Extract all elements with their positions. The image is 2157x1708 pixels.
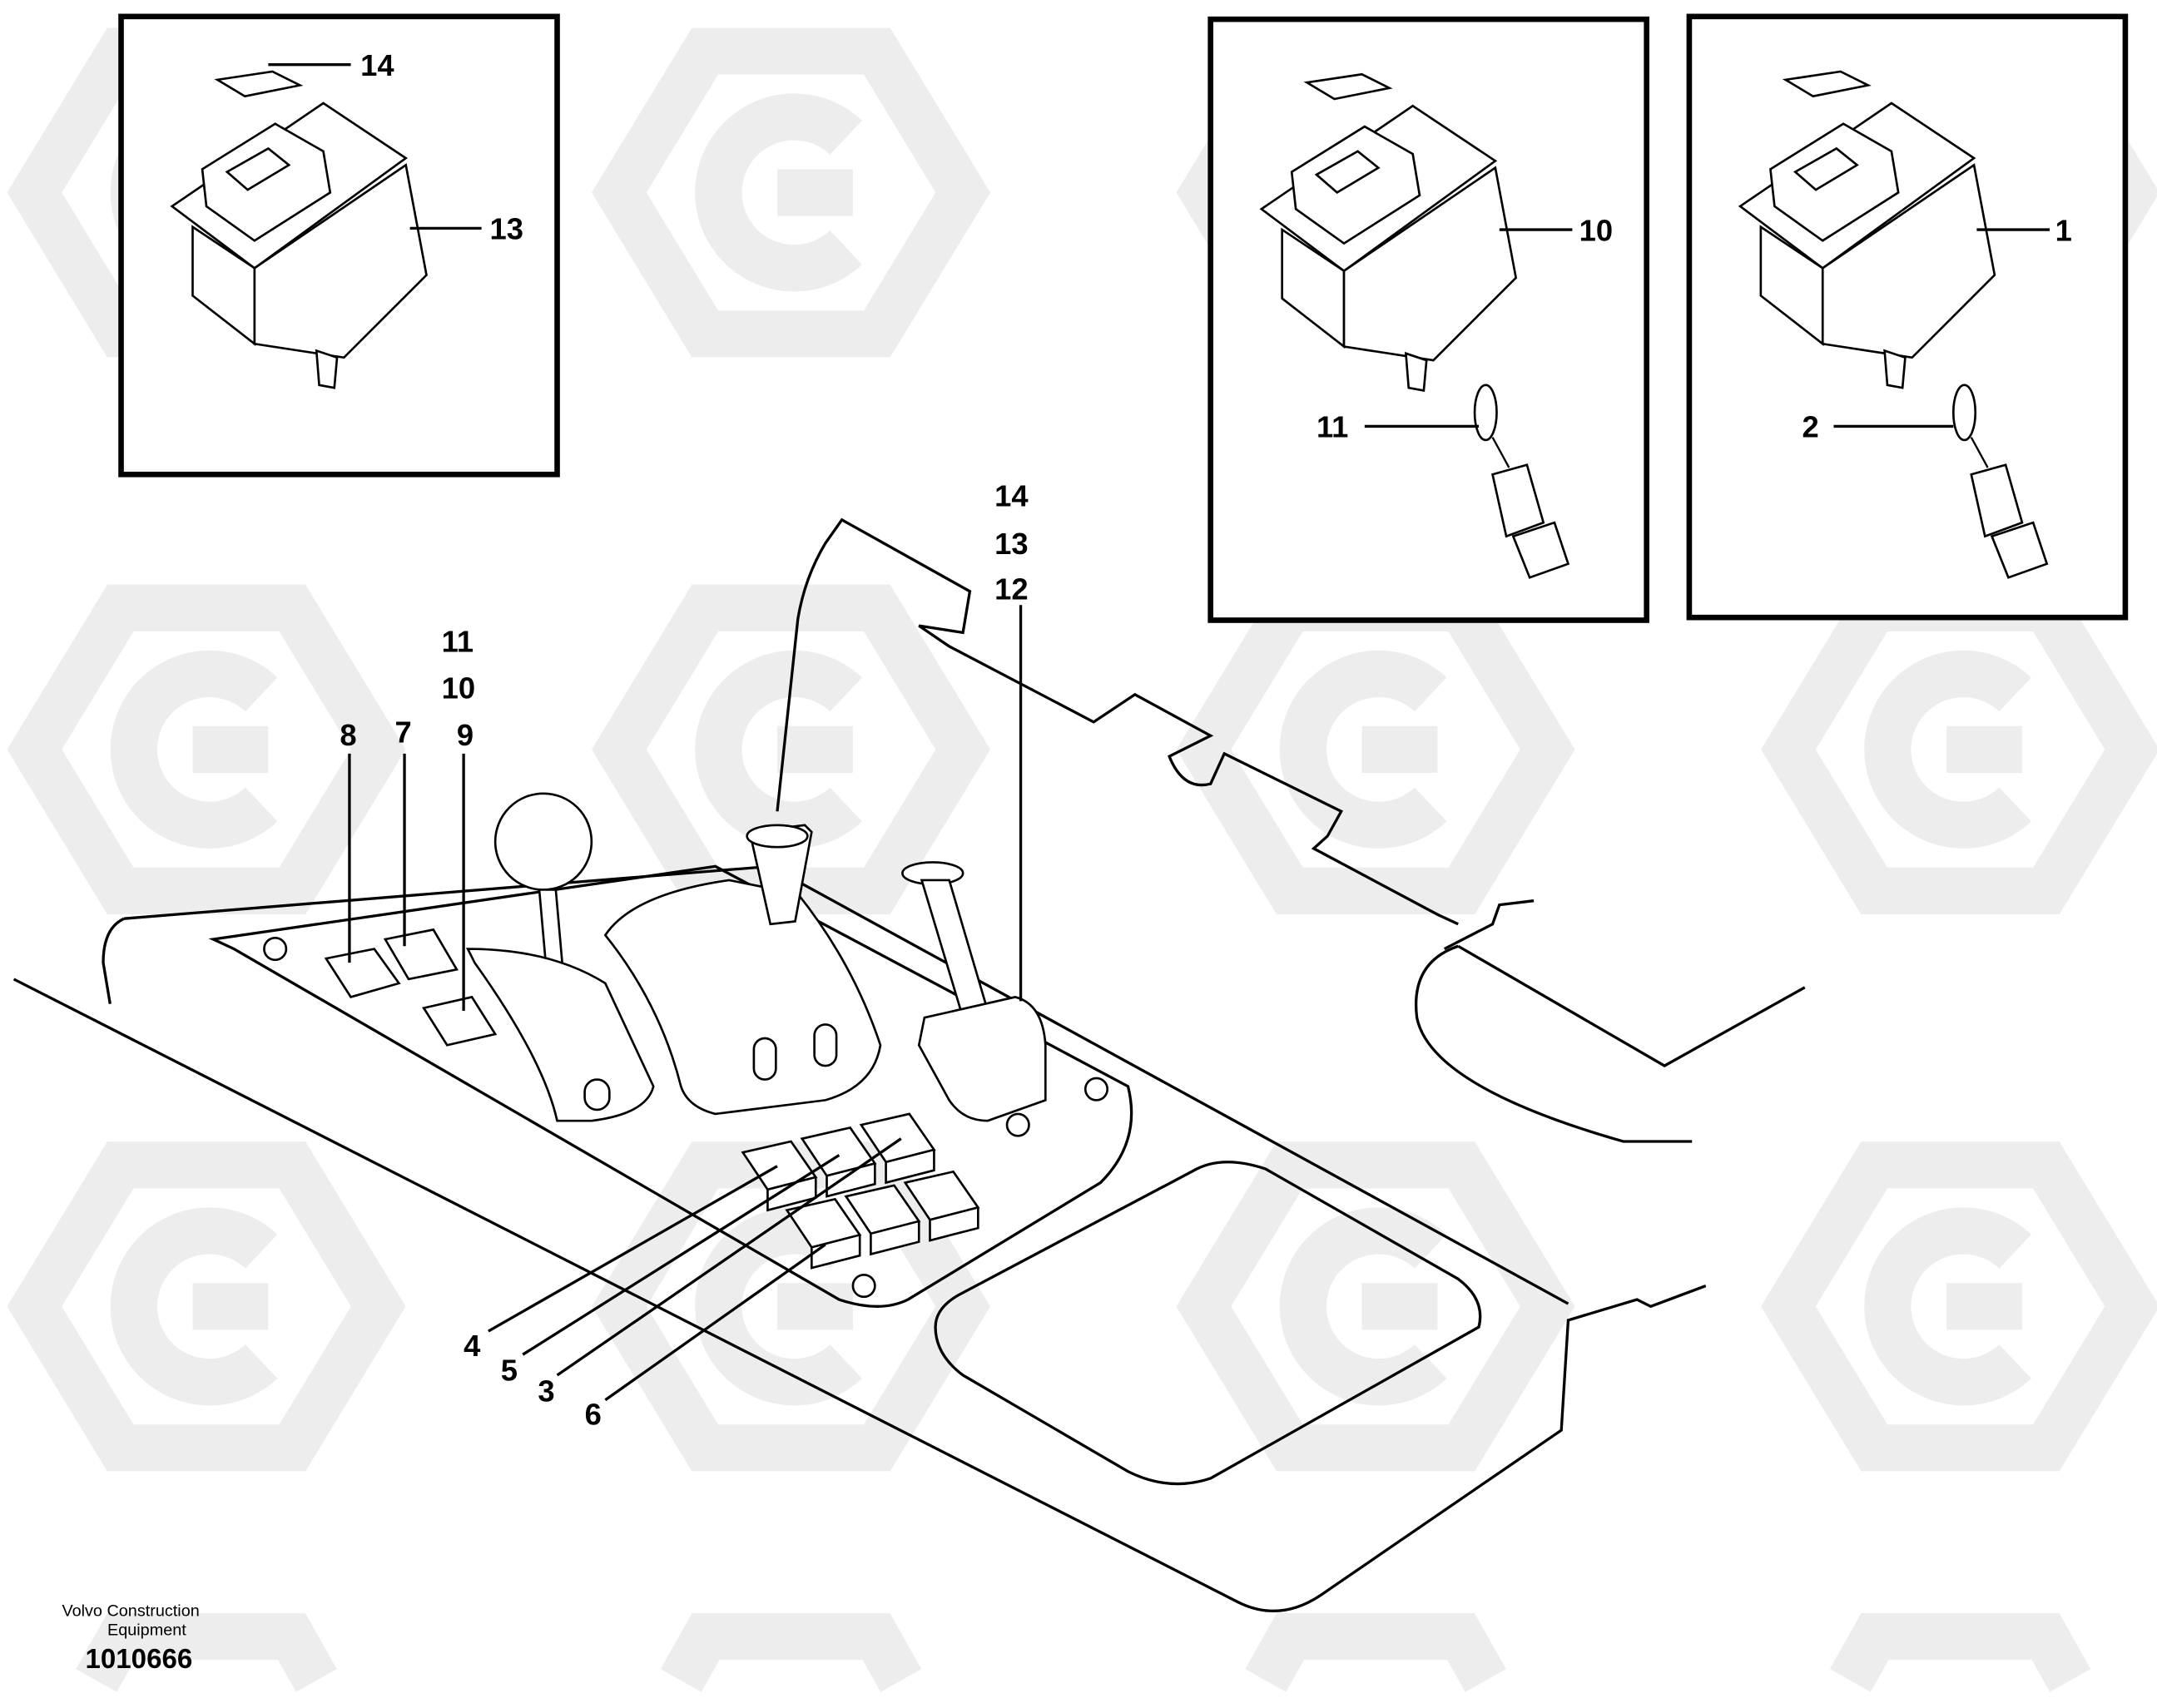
- rocker-switch-icon: [170, 70, 428, 389]
- callout-13-lever: 13: [994, 527, 1028, 561]
- callout-7: 7: [394, 715, 411, 750]
- control-console: [12, 517, 1806, 1612]
- watermark-logo-icon: [1245, 1612, 1506, 1692]
- company-name-line1: Volvo Construction: [62, 1602, 199, 1620]
- rocker-switch-icon: [1259, 72, 1518, 393]
- inset-right: 1 2: [1686, 13, 2129, 621]
- inset-middle: 10 11: [1207, 16, 1649, 623]
- company-name-line2: Equipment: [107, 1621, 186, 1639]
- callout-2: 2: [1802, 410, 1818, 444]
- switch-block: [741, 1112, 980, 1270]
- bulb-holder-icon: [1951, 384, 2049, 579]
- callout-6: 6: [585, 1397, 602, 1431]
- callout-10: 10: [1579, 213, 1613, 247]
- callout-14-lever: 14: [994, 478, 1029, 512]
- bulb-holder-icon: [1473, 384, 1570, 579]
- watermark-logo-icon: [7, 584, 406, 914]
- switch-key-icon: [903, 1170, 980, 1242]
- callout-11-switch: 11: [442, 625, 474, 659]
- watermark-logo-icon: [592, 27, 991, 358]
- watermark-logo-icon: [76, 1612, 337, 1692]
- watermark-logo-icon: [1761, 584, 2157, 914]
- watermark-logo-icon: [7, 1141, 406, 1472]
- callout-14: 14: [360, 48, 394, 82]
- inset-left: 14 13: [118, 13, 560, 478]
- callout-13: 13: [490, 212, 523, 246]
- callout-1: 1: [2055, 213, 2072, 247]
- callout-9: 9: [457, 718, 474, 752]
- watermark-logo-icon: [1176, 584, 1575, 914]
- callout-10-switch: 10: [442, 671, 475, 705]
- switch-key-icon: [800, 1126, 877, 1198]
- switch-key-icon: [785, 1197, 862, 1270]
- callout-3: 3: [538, 1374, 554, 1408]
- callout-4: 4: [464, 1329, 481, 1363]
- rocker-switch-icon: [1738, 70, 1996, 389]
- watermark-logo-icon: [660, 1612, 922, 1692]
- callout-11: 11: [1317, 410, 1348, 444]
- callout-12: 12: [994, 572, 1028, 606]
- switch-key-icon: [844, 1184, 921, 1256]
- watermark-logo-icon: [1829, 1612, 2091, 1692]
- callout-5: 5: [501, 1354, 518, 1388]
- watermark-logo-icon: [592, 1141, 991, 1472]
- drawing-number: 1010666: [86, 1644, 193, 1675]
- callout-8: 8: [340, 718, 356, 752]
- watermark-logo-icon: [1176, 1141, 1575, 1472]
- watermark-logo-icon: [1761, 1141, 2157, 1472]
- switch-key-icon: [859, 1112, 936, 1185]
